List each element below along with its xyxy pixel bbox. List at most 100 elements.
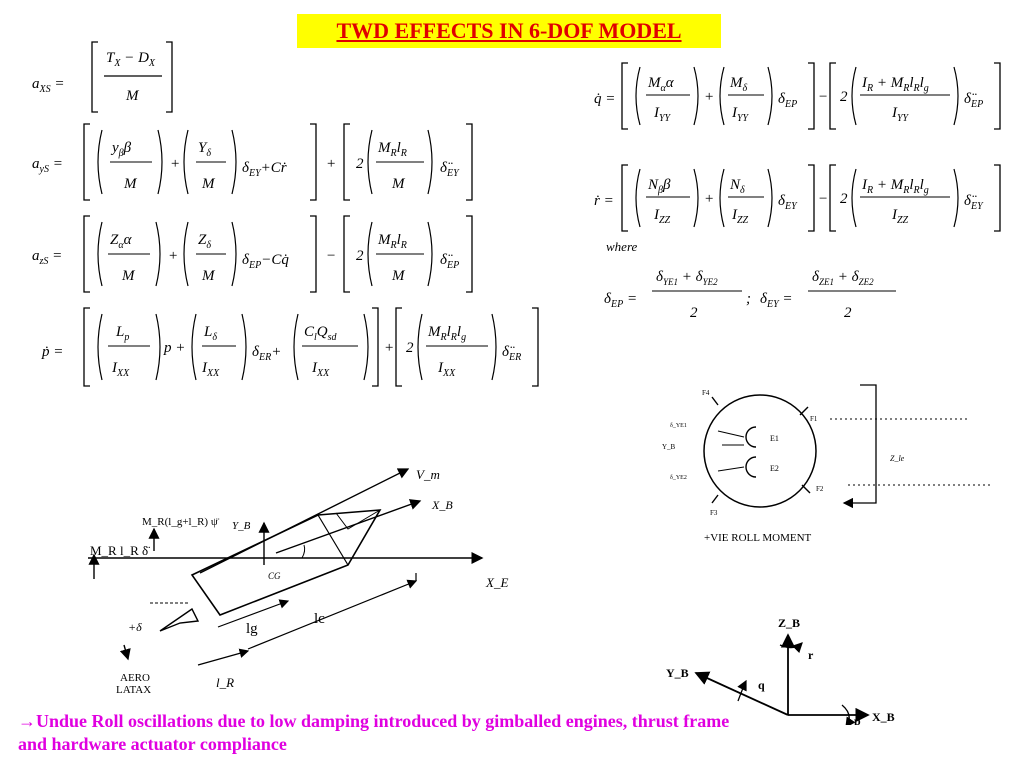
svg-text:IYY: IYY [891,105,910,124]
equation-pdot: ṗ = Lp IXX p + Lδ IXX δER+ ClQsd IXX + 2… [41,307,539,387]
svg-text:+: + [384,340,394,356]
equation-ays: ayS = yββ M + Yδ M δEY+Cṙ + 2 MRlR M δ̈E… [32,123,473,201]
e2-label: E2 [770,464,779,473]
zb-distance-label: Z_le [890,454,905,463]
svg-text:M: M [121,268,136,284]
equation-axs: aXS = TX − DX M [32,41,173,113]
zb-axis-label: Z_B [778,616,800,630]
svg-text:M: M [201,176,216,192]
xb-axis-label: X_B [872,710,895,724]
svg-text:aXS =: aXS = [32,76,64,95]
f3-label: F3 [710,509,718,517]
delta-label: +δ [128,620,142,634]
svg-text:2: 2 [690,305,698,321]
svg-text:Zαα: Zαα [110,232,133,251]
svg-text:IR + MRlRlg: IR + MRlRlg [861,177,929,196]
svg-text:Mδ: Mδ [729,75,748,94]
svg-text:δZE1 + δZE2: δZE1 + δZE2 [812,269,874,287]
svg-text:M: M [391,268,406,284]
svg-text:IXX: IXX [111,360,130,379]
svg-text:IYY: IYY [653,105,672,124]
yb-axis [694,671,789,716]
engine-e2 [745,456,757,478]
svg-text:+: + [326,156,336,172]
svg-text:δEY: δEY [778,193,798,212]
svg-text:−: − [326,248,336,264]
vehicle-cross-section [703,394,817,508]
svg-text:IZZ: IZZ [731,207,749,226]
svg-text:2: 2 [356,248,364,264]
svg-text:2: 2 [356,156,364,172]
svg-text:IXX: IXX [311,360,330,379]
svg-text:M: M [201,268,216,284]
svg-text:δEP−Cq̇: δEP−Cq̇ [242,252,289,271]
svg-text:2: 2 [844,305,852,321]
right-equations: q̇ = Mαα IYY + Mδ IYY δEP − 2 IR + MRlRl… [594,62,1001,321]
svg-text:IZZ: IZZ [653,207,671,226]
svg-text:Yδ: Yδ [198,140,211,159]
equation-azs: azS = Zαα M + Zδ M δEP−Cq̇ − 2 MRlR M δ̈… [32,215,473,293]
svg-text:p +: p + [163,340,185,356]
svg-text:MRlRlg: MRlRlg [427,324,466,343]
svg-text:M: M [123,176,138,192]
svg-text:ayS =: ayS = [32,156,63,175]
svg-text:+: + [704,191,714,207]
roll-moment-arrow [842,384,877,509]
vm-arrow [199,468,410,574]
e1-label: E1 [770,434,779,443]
moment-label: M_R(l_g+l_R) ψ̈ [142,516,220,528]
yb-roll-label: Y_B [662,443,676,451]
svg-text:2: 2 [840,89,848,105]
svg-text:;: ; [746,291,751,307]
equation-deltas: δEP = δYE1 + δYE2 2 ; δEY = δZE1 + δZE2 … [604,269,896,321]
f4-label: F4 [702,389,710,397]
svg-text:IYY: IYY [731,105,750,124]
svg-text:δER+: δER+ [252,344,281,363]
svg-text:δYE1 + δYE2: δYE1 + δYE2 [656,269,718,287]
dye2-label: δ_YE2 [670,475,687,481]
svg-text:δEP =: δEP = [604,291,637,310]
r-label: r [808,648,814,662]
equation-rdot: ṙ = Nββ IZZ + Nδ IZZ δEY − 2 IR + MRlRlg… [594,164,1001,232]
svg-text:Nδ: Nδ [729,177,745,196]
cg-label: CG [268,571,281,581]
vm-label: V_m [416,467,440,482]
svg-text:δEP: δEP [778,91,797,110]
f1-label: F1 [810,415,818,423]
yb-label: Y_B [232,520,251,532]
slide-title: TWD EFFECTS IN 6-DOF MODEL [336,18,682,43]
engine-e1 [745,426,757,448]
svg-text:M: M [391,176,406,192]
nozzle [159,607,200,632]
dye1-label: δ_YE1 [670,423,687,429]
svg-text:Mαα: Mαα [647,75,675,94]
svg-text:δ̈EP: δ̈EP [440,252,459,271]
slide-title-box: TWD EFFECTS IN 6-DOF MODEL [297,14,721,48]
xe-label: X_E [485,575,508,590]
aero-label-2: LATAX [116,684,151,696]
svg-text:δ̈EY: δ̈EY [440,160,460,179]
svg-text:ṙ =: ṙ = [594,193,614,209]
vehicle-diagram: X_E V_m X_B Y_B CG +δ M_R(l_g+l_R) ψ̈ M_… [88,467,508,696]
svg-text:2: 2 [840,191,848,207]
q-label: q [758,678,765,692]
svg-text:−: − [818,89,828,105]
svg-text:IR + MRlRlg: IR + MRlRlg [861,75,929,94]
svg-text:MRlR: MRlR [377,232,407,251]
svg-text:IZZ: IZZ [891,207,909,226]
lr-label: l_R [216,675,234,690]
svg-text:ClQsd: ClQsd [304,324,338,343]
svg-text:M: M [125,88,140,104]
svg-text:TX − DX: TX − DX [106,50,156,69]
svg-text:MRlR: MRlR [377,140,407,159]
f2-label: F2 [816,485,824,493]
svg-text:azS =: azS = [32,248,62,267]
svg-text:IXX: IXX [437,360,456,379]
svg-text:Nββ: Nββ [647,177,671,196]
aero-label-1: AERO [120,672,150,684]
svg-text:IXX: IXX [201,360,220,379]
svg-text:Lp: Lp [115,324,129,343]
lg-label: lg [246,621,258,637]
svg-text:−: − [818,191,828,207]
left-equations: aXS = TX − DX M ayS = yββ M + Yδ M δEY+C… [32,41,539,387]
